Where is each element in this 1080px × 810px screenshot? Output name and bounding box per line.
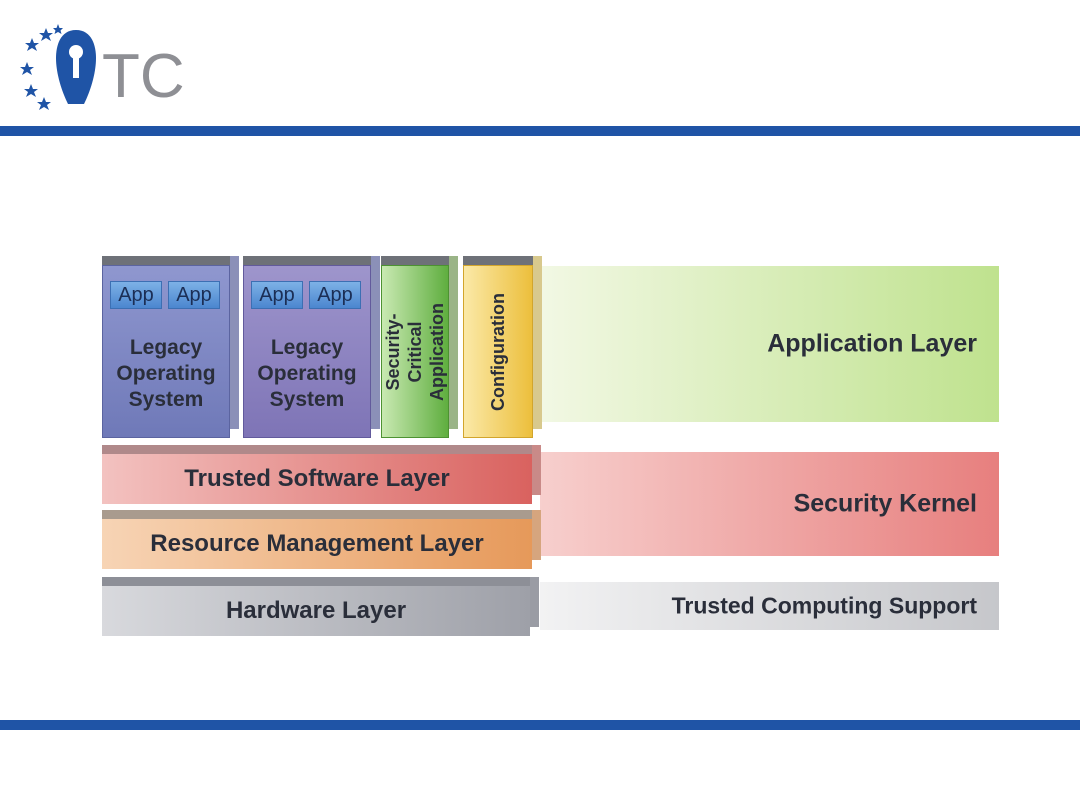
security-kernel-band: Security Kernel	[540, 452, 999, 556]
stars-icon	[20, 24, 63, 110]
logo-text: TC	[102, 42, 185, 111]
configuration-label: Configuration	[488, 292, 508, 411]
bottom-rule	[0, 720, 1080, 730]
tc-logo: TC	[20, 24, 185, 111]
resource-management-label: Resource Management Layer	[150, 530, 484, 557]
trusted-software-label: Trusted Software Layer	[184, 465, 450, 492]
top-rule	[0, 126, 1080, 136]
legacy-os-block-1: App App Legacy Operating System	[102, 256, 239, 438]
application-layer-band: Application Layer	[540, 266, 999, 422]
legacy-os-label: Legacy Operating System	[257, 336, 357, 411]
trusted-software-layer: Trusted Software Layer	[102, 445, 541, 504]
app-chip: App	[251, 281, 303, 309]
security-critical-block: Security-Critical Application	[381, 256, 458, 438]
security-critical-label: Security-Critical Application	[383, 302, 447, 401]
application-layer-label: Application Layer	[767, 329, 977, 358]
app-chip: App	[309, 281, 361, 309]
app-chip: App	[168, 281, 220, 309]
resource-management-layer: Resource Management Layer	[102, 510, 541, 569]
legacy-os-label: Legacy Operating System	[116, 336, 216, 411]
hardware-label: Hardware Layer	[225, 597, 407, 624]
trusted-computing-support-label: Trusted Computing Support	[671, 592, 977, 619]
configuration-block: Configuration	[463, 256, 542, 438]
hardware-layer: Hardware Layer	[102, 577, 539, 636]
app-chip: App	[110, 281, 162, 309]
security-kernel-label: Security Kernel	[793, 489, 977, 518]
legacy-os-block-2: App App Legacy Operating System	[243, 256, 380, 438]
trusted-computing-support-band: Trusted Computing Support	[540, 582, 999, 630]
keyhole-icon	[56, 30, 96, 104]
